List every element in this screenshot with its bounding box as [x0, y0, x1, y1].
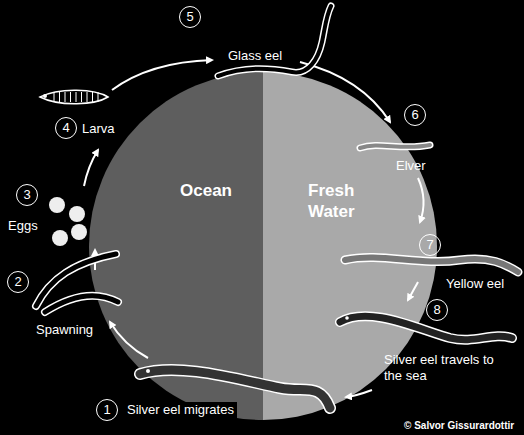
larva-stripe: [98, 92, 99, 102]
cycle-arrows: [84, 60, 424, 397]
spawning-eels: [36, 254, 118, 312]
callout-number: 6: [404, 104, 426, 126]
larva-stripe: [76, 92, 77, 102]
callout-number: 3: [16, 184, 38, 206]
callout-number: 1: [96, 399, 118, 421]
yellow-eel: [345, 257, 518, 272]
callout-number: 4: [55, 117, 77, 139]
stage-label: Elver: [396, 158, 426, 174]
callout-number: 5: [179, 6, 201, 28]
larva: [40, 90, 108, 104]
callout-number: 2: [7, 271, 29, 293]
stage-label: Silver eel migrates: [124, 402, 237, 418]
stage-label: Glass eel: [228, 48, 282, 64]
stage-label: Silver eel travels to the sea: [384, 352, 502, 384]
larva-stripe: [81, 92, 82, 102]
copyright-note: © Salvor Gissurardottir: [404, 420, 514, 432]
callout-number: 8: [426, 299, 448, 321]
stage-label: Yellow eel: [446, 276, 504, 292]
silver-eel-travelling: [340, 316, 512, 340]
eggs: [49, 197, 87, 246]
silver-eel-migrating: [140, 369, 330, 408]
half-circle-fill: [263, 72, 437, 420]
stage-label: Larva: [82, 121, 115, 137]
larva-stripe: [59, 92, 60, 102]
eels: [36, 6, 518, 408]
region-title: Fresh Water: [308, 180, 380, 222]
larva-stripe: [70, 92, 71, 102]
larva-stripe: [92, 92, 93, 102]
stage-label: Eggs: [8, 218, 38, 234]
elver: [360, 145, 430, 148]
callout-number: 7: [419, 234, 441, 256]
larva-stripe: [54, 92, 55, 102]
region-title: Ocean: [180, 180, 232, 201]
fresh-water-half: Fresh Water: [263, 72, 437, 420]
half-circle-shape: [263, 72, 437, 420]
larva-stripe: [65, 92, 66, 102]
stage-label: Spawning: [36, 322, 93, 338]
larva-stripe: [87, 92, 88, 102]
glass-eel: [218, 6, 331, 76]
